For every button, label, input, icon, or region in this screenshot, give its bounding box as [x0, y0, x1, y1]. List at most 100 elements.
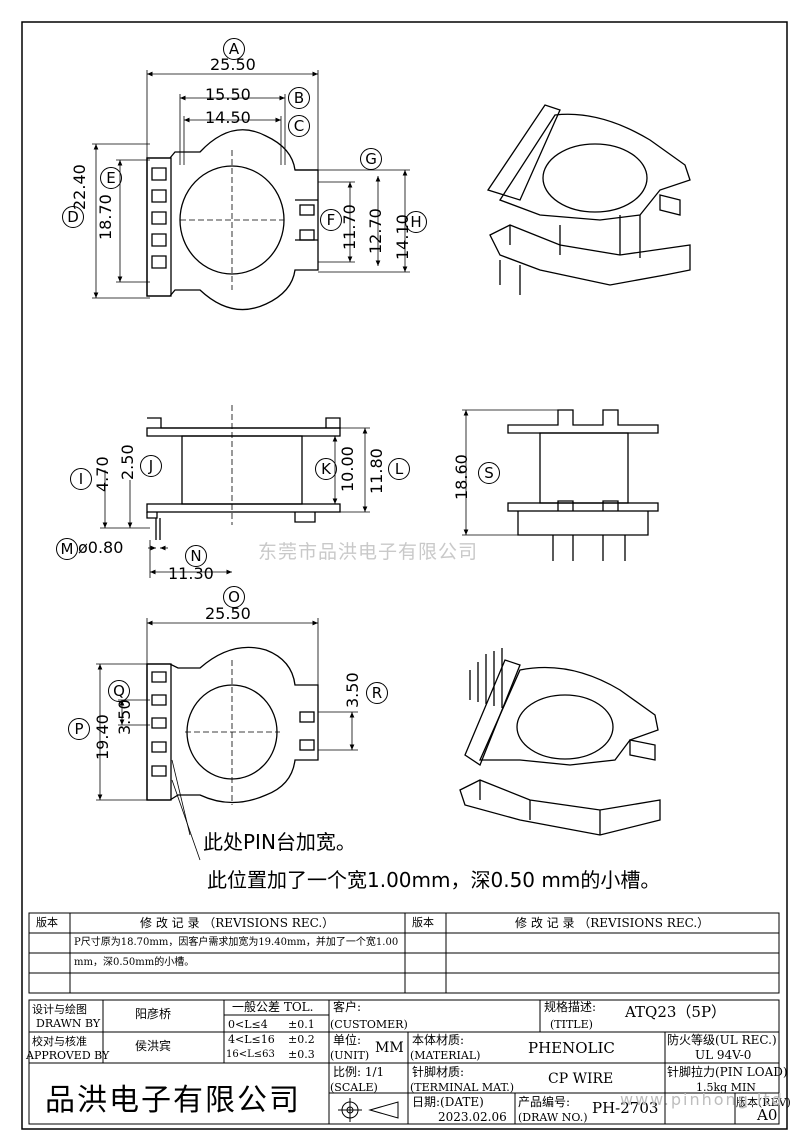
drawn-by: 阳彦桥: [135, 1007, 172, 1021]
date-label: 日期:(DATE): [412, 1095, 484, 1109]
dim-P-badge: P: [68, 718, 90, 740]
dim-R-value: 3.50: [343, 672, 362, 708]
tol2-range: 4<L≤16: [228, 1033, 275, 1046]
bottom-view-dims: [96, 618, 358, 801]
iso-view-top: [486, 104, 691, 295]
drawno-value: PH-2703: [592, 1099, 659, 1117]
tol3-range: 16<L≤63: [226, 1049, 275, 1060]
dim-R-badge: R: [366, 682, 388, 704]
dim-M-badge: M: [56, 538, 78, 560]
rev-value: A0: [757, 1106, 778, 1124]
drawno-label-en: (DRAW NO.): [518, 1111, 588, 1124]
dim-M-value: ø0.80: [78, 538, 124, 557]
pin-load-value: 1.5kg MIN: [696, 1081, 756, 1094]
dim-H-value: 12.70: [366, 208, 385, 254]
dim-K-badge: K: [315, 458, 337, 480]
note-slot-added: 此位置加了一个宽1.00mm，深0.50 mm的小槽。: [207, 868, 661, 892]
watermark: 东莞市品洪电子有限公司: [258, 541, 479, 563]
dim-K-value: 10.00: [338, 446, 357, 492]
front-view: [507, 409, 659, 561]
dim-B-value: 15.50: [205, 85, 251, 104]
dim-S-value: 18.60: [452, 454, 471, 500]
title-block-grid: [28, 999, 780, 1125]
tol2-val: ±0.2: [288, 1033, 315, 1046]
top-view: [146, 129, 319, 311]
terminal-value: CP WIRE: [548, 1071, 614, 1087]
dim-L-value: 11.80: [367, 448, 386, 494]
material-value: PHENOLIC: [528, 1039, 615, 1057]
material-label: 本体材质:: [412, 1033, 465, 1047]
website-watermark: www.pinhong.ltd: [620, 1090, 784, 1109]
iso-view-bottom: [459, 648, 661, 836]
dim-O-badge: O: [223, 586, 245, 608]
dim-B-badge: B: [288, 87, 310, 109]
unit-label: 单位:: [333, 1033, 362, 1047]
scale-label-en: (SCALE): [330, 1081, 378, 1094]
top-view-dims: [92, 70, 410, 299]
terminal-label-en: (TERMINAL MAT.): [410, 1081, 515, 1094]
dim-E-badge: E: [100, 167, 122, 189]
dim-A-value: 25.50: [210, 55, 256, 74]
customer-label: 客户:: [333, 1000, 362, 1014]
dim-H-badge: H: [405, 211, 427, 233]
dim-D-badge: D: [62, 206, 84, 228]
dim-A-badge: A: [223, 38, 245, 60]
side-view: [146, 405, 341, 540]
dim-E-value: 18.70: [96, 194, 115, 240]
note-pin-widened: 此处PIN台加宽。: [203, 830, 356, 854]
dim-S-badge: S: [478, 462, 500, 484]
pin-load-label: 针脚拉力(PIN LOAD): [667, 1065, 788, 1079]
rev-label: 版本(REV): [736, 1096, 791, 1109]
fire-rating-label: 防火等级(UL REC.): [667, 1033, 777, 1047]
spec-label: 规格描述:: [544, 1000, 597, 1014]
dim-F-badge: F: [320, 209, 342, 231]
dim-C-badge: C: [288, 115, 310, 137]
dim-P-value: 19.40: [93, 714, 112, 760]
bottom-view: [146, 646, 319, 861]
dim-G-value: 11.70: [340, 204, 359, 250]
drawno-label: 产品编号:: [518, 1095, 571, 1109]
dim-C-value: 14.50: [205, 108, 251, 127]
rev-col-record-2: 修 改 记 录 （REVISIONS REC.）: [515, 916, 710, 930]
tol1-range: 0<L≤4: [228, 1018, 268, 1031]
spec-value: ATQ23（5P）: [625, 1003, 727, 1021]
projection-symbol: [338, 1098, 399, 1122]
unit-label-en: (UNIT): [330, 1049, 370, 1062]
dim-O-value: 25.50: [205, 604, 251, 623]
drawn-label: 设计与绘图: [32, 1003, 87, 1016]
side-view-dims: [100, 427, 370, 578]
dim-D-value: 22.40: [70, 164, 89, 210]
dim-I-value: 4.70: [93, 456, 112, 492]
front-view-dims: [462, 409, 560, 536]
revision-table-grid: [28, 912, 780, 994]
dim-G-badge: G: [360, 148, 382, 170]
rev-entry-line2: mm，深0.50mm的小槽。: [74, 957, 195, 968]
tol1-val: ±0.1: [288, 1018, 315, 1031]
dim-J-badge: J: [140, 455, 162, 477]
dim-I-badge: I: [70, 468, 92, 490]
fire-rating-value: UL 94V-0: [695, 1048, 752, 1062]
spec-label-en: (TITLE): [550, 1018, 593, 1031]
rev-col-version-2: 版本: [412, 916, 434, 929]
tol3-val: ±0.3: [288, 1048, 315, 1061]
company-name: 品洪电子有限公司: [45, 1083, 301, 1118]
material-label-en: (MATERIAL): [410, 1049, 481, 1062]
approved-label: 校对与核准: [32, 1035, 87, 1048]
customer-label-en: (CUSTOMER): [330, 1018, 408, 1031]
dim-J-value: 2.50: [118, 444, 137, 480]
dim-Q-value: 3.50: [115, 699, 134, 735]
dim-Q-badge: Q: [108, 680, 130, 702]
rev-entry-line1: P尺寸原为18.70mm，因客户需求加宽为19.40mm，并加了一个宽1.00: [74, 937, 399, 948]
terminal-label: 针脚材质:: [412, 1065, 465, 1079]
date-value: 2023.02.06: [438, 1110, 507, 1124]
approved-label-en: APPROVED BY: [26, 1049, 110, 1062]
unit-value: MM: [375, 1040, 404, 1056]
dim-L-badge: L: [388, 458, 410, 480]
tol-title: 一般公差 TOL.: [232, 1000, 314, 1014]
drawn-label-en: DRAWN BY: [36, 1017, 101, 1030]
dim-N-value: 11.30: [168, 564, 214, 583]
dim-N-badge: N: [185, 545, 207, 567]
scale-label: 比例: 1/1: [333, 1065, 385, 1079]
approved-by: 侯洪宾: [135, 1039, 172, 1053]
